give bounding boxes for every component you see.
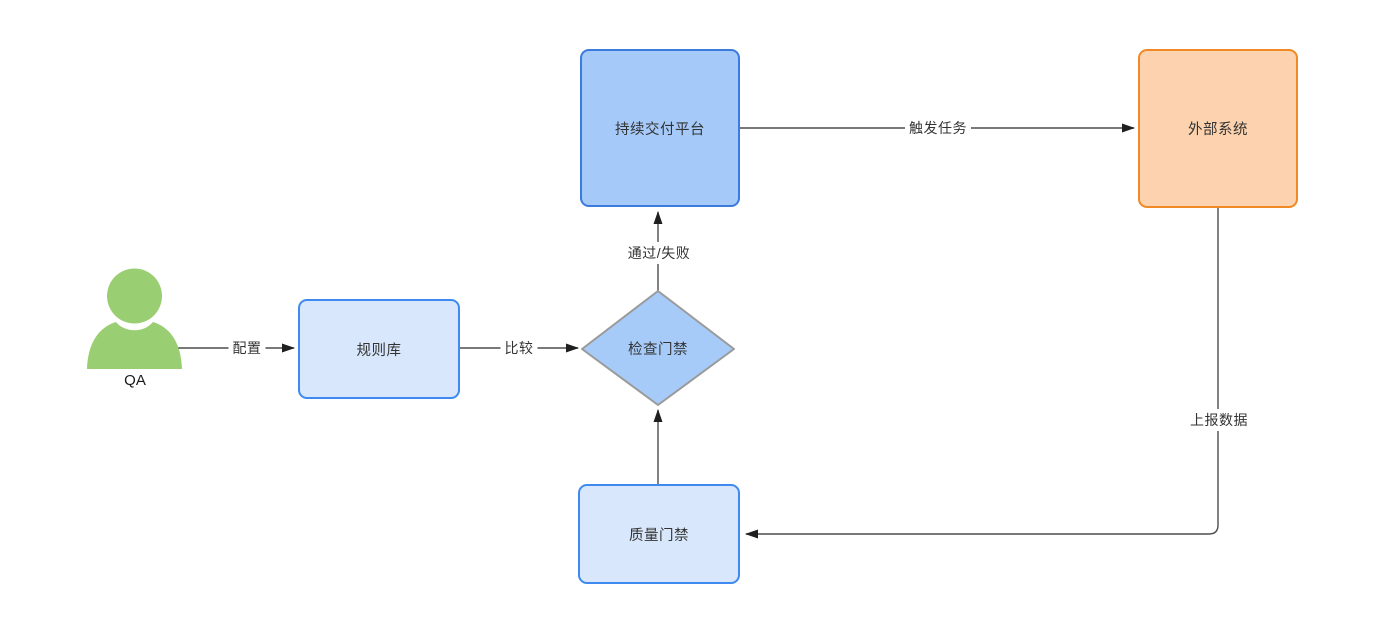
node-cd-platform: 持续交付平台	[580, 49, 740, 207]
node-external-system: 外部系统	[1138, 49, 1298, 208]
node-quality-gate-label: 质量门禁	[629, 527, 689, 544]
edge-report-line	[745, 208, 1219, 539]
edge-label-configure: 配置	[228, 337, 266, 359]
actor-icon	[87, 268, 182, 369]
actor-label: QA	[124, 372, 146, 389]
node-quality-gate: 质量门禁	[578, 484, 740, 584]
node-external-system-label: 外部系统	[1188, 122, 1248, 138]
node-check-gate-shape	[581, 290, 735, 406]
edge-label-compare: 比较	[500, 337, 538, 359]
node-rule-library-label: 规则库	[356, 342, 402, 359]
edge-label-report-data: 上报数据	[1186, 409, 1252, 431]
edge-label-trigger-task: 触发任务	[905, 117, 971, 139]
node-cd-platform-label: 持续交付平台	[615, 121, 705, 138]
edge-label-pass-fail: 通过/失败	[623, 242, 695, 264]
node-rule-library: 规则库	[298, 299, 460, 399]
